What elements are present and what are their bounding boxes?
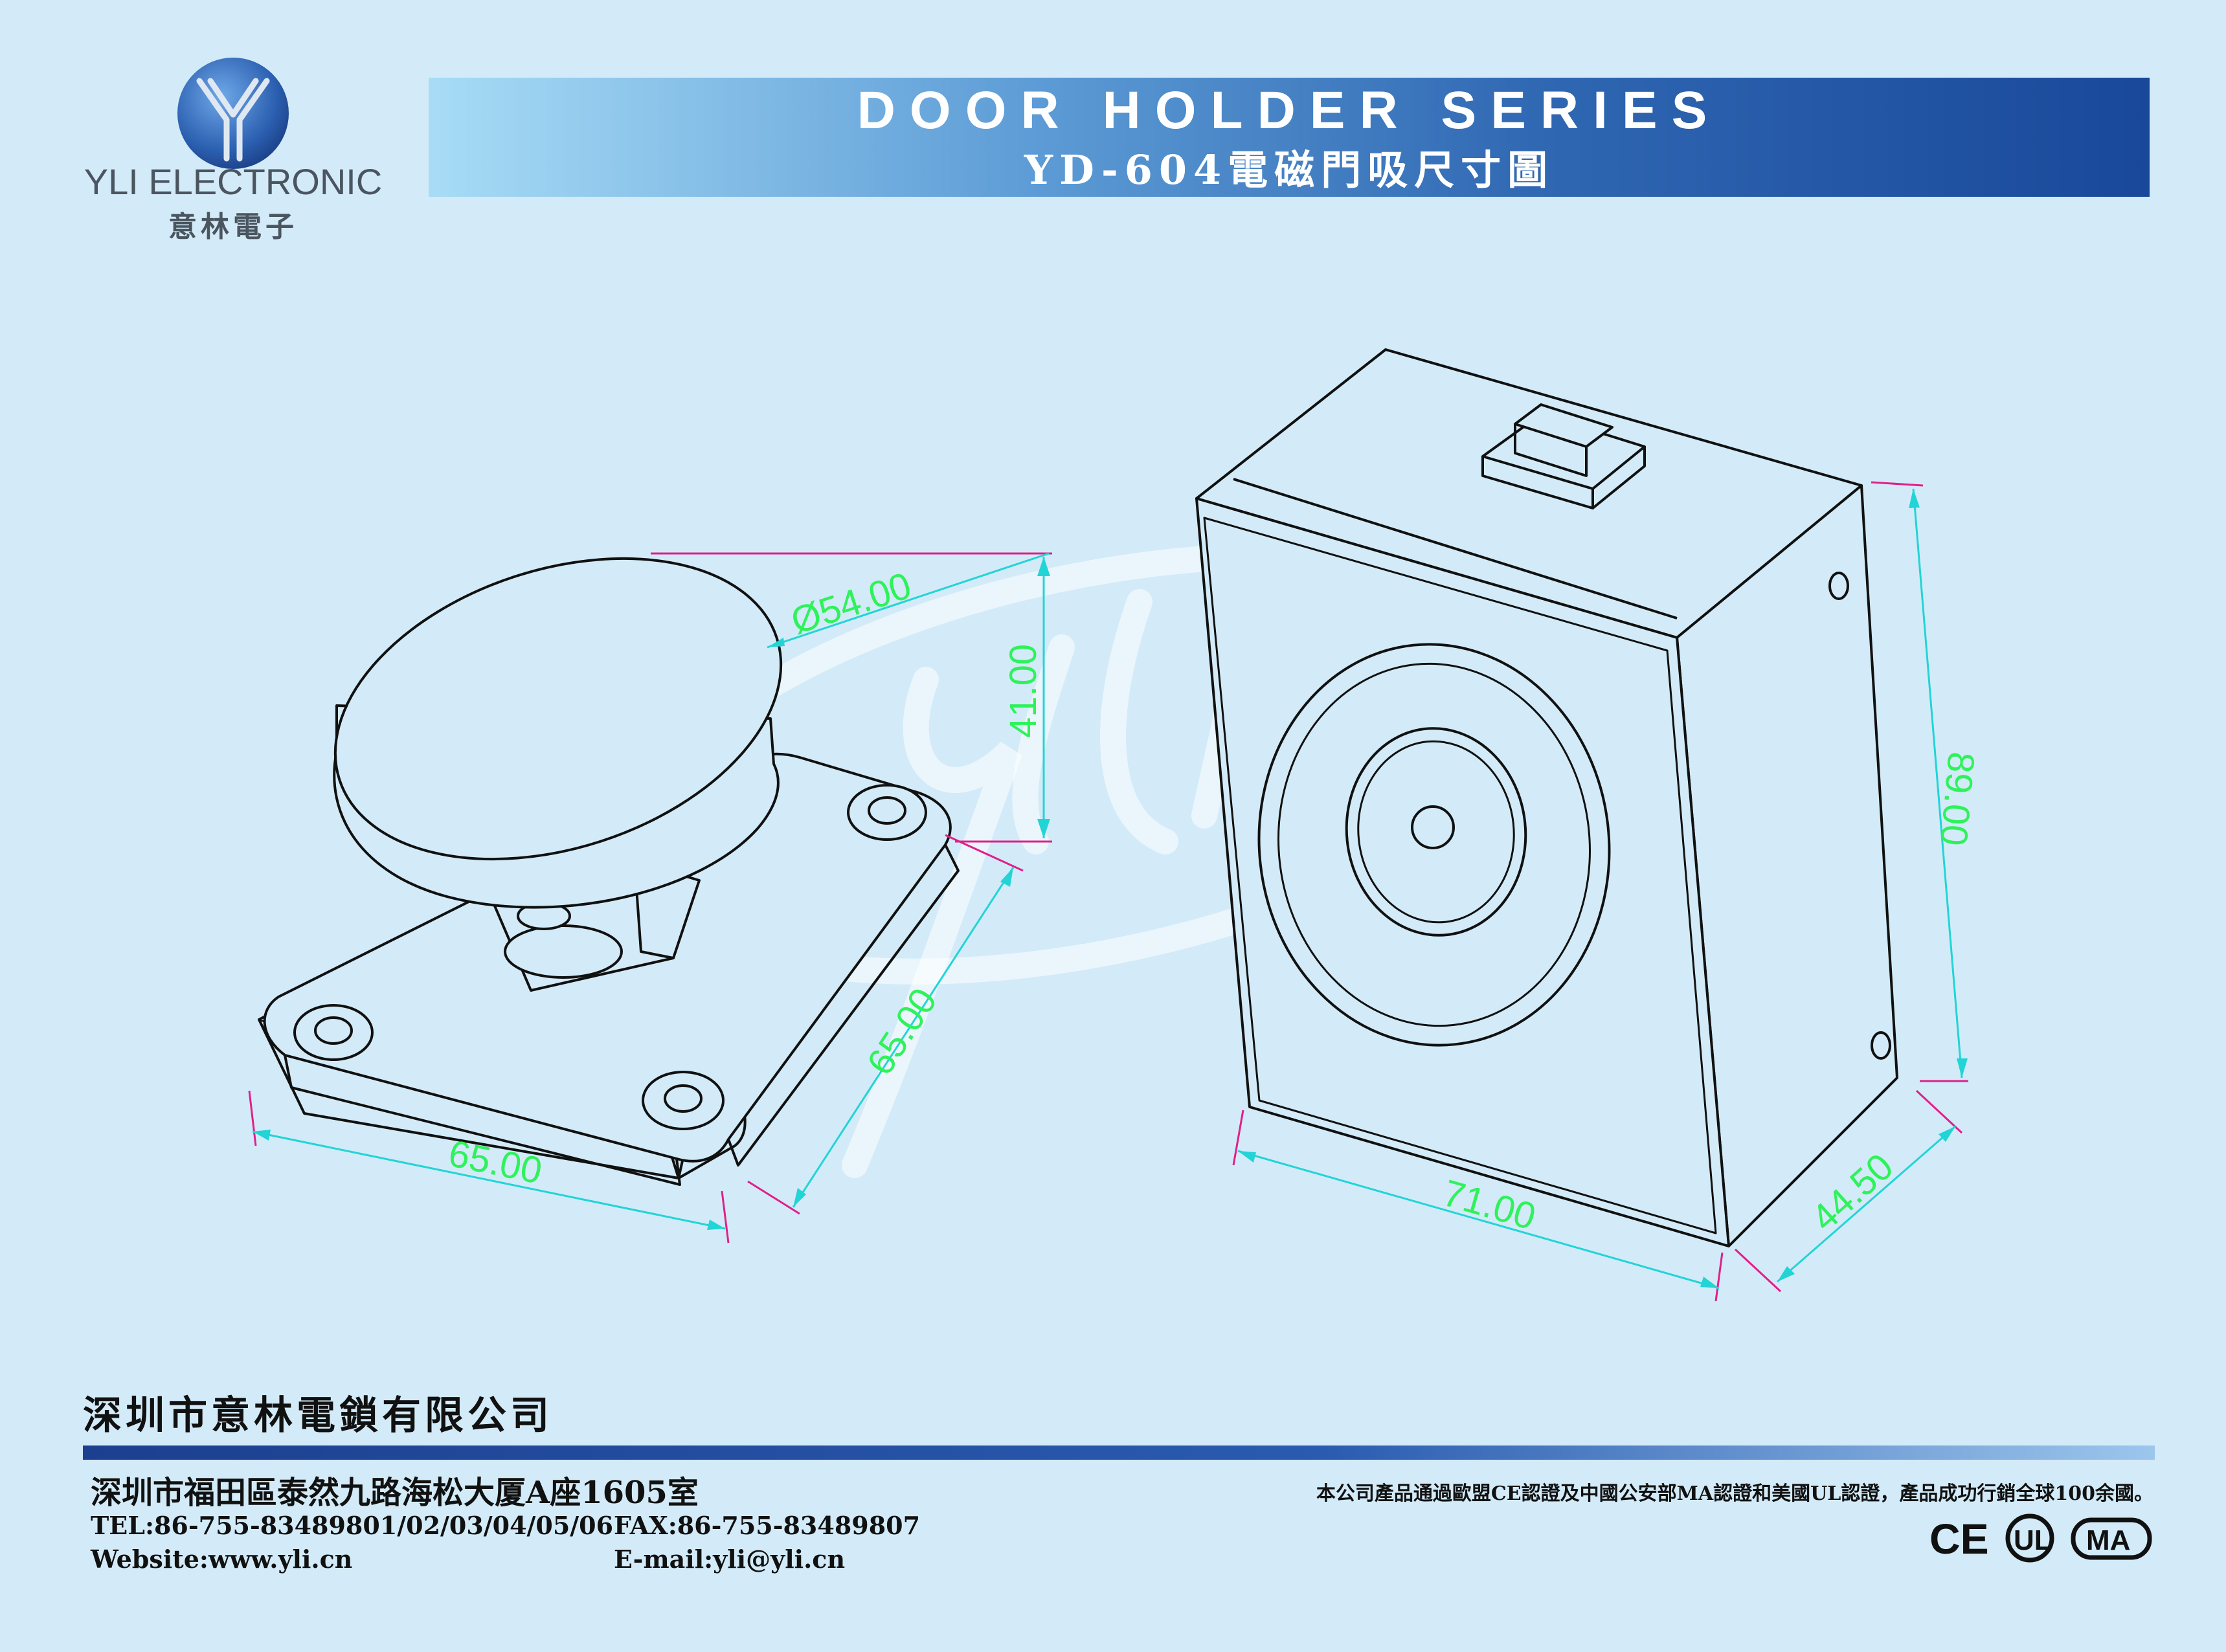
svg-text:MA: MA	[2086, 1524, 2130, 1556]
footer-divider	[83, 1446, 2155, 1460]
holder-disc-face	[333, 557, 783, 861]
dim-base-depth: 65.00	[859, 981, 945, 1082]
model-title: YD-604電磁門吸尺寸圖	[1024, 146, 1555, 194]
door-holder-armature	[258, 557, 960, 1186]
title-bar	[429, 78, 2150, 197]
svg-text:UL: UL	[2014, 1524, 2052, 1556]
left-dimensions	[248, 552, 1052, 1244]
watermark-text: yli	[848, 759, 855, 766]
series-title: DOOR HOLDER SERIES	[857, 81, 1722, 140]
svg-text:CE: CE	[1929, 1515, 1989, 1563]
dimension-arrows	[253, 557, 1050, 1230]
magnet-center-pin	[1411, 805, 1455, 849]
release-button	[1514, 403, 1613, 448]
dimension-arrows-right	[1238, 489, 1968, 1288]
yli-logo-icon	[177, 58, 289, 169]
right-dimensions	[1232, 481, 1968, 1302]
electromagnet-body	[1195, 348, 1898, 1247]
certification-note: 本公司產品通過歐盟CE認證及中國公安部MA認證和美國UL認證，產品成功行銷全球1…	[1316, 1482, 2153, 1505]
certification-marks: CE UL MA	[1929, 1513, 2152, 1563]
telephone: TEL:86-755-83489801/02/03/04/05/06	[91, 1511, 614, 1540]
dim-magnet-depth: 44.50	[1803, 1145, 1901, 1239]
dim-holder-height: 41.00	[1002, 644, 1044, 738]
side-screw-hole	[1871, 1031, 1891, 1060]
ma-mark-icon: MA	[2071, 1517, 2152, 1560]
brand-name-chinese: 意林電子	[168, 210, 298, 243]
ce-mark-icon: CE	[1929, 1515, 1989, 1563]
fax: FAX:86-755-83489807	[614, 1511, 921, 1540]
dim-magnet-height: 89.00	[1932, 750, 1982, 847]
email-link[interactable]: E-mail:yli@yli.cn	[614, 1545, 846, 1574]
side-screw-hole	[1828, 572, 1849, 600]
ul-mark-icon: UL	[2005, 1513, 2054, 1563]
website-link[interactable]: Website:www.yli.cn	[91, 1545, 353, 1574]
company-address: 深圳市福田區泰然九路海松大厦A座1605室	[91, 1475, 699, 1511]
company-name: 深圳市意林電鎖有限公司	[83, 1393, 553, 1438]
brand-name-english: YLI ELECTRONIC	[84, 161, 383, 202]
